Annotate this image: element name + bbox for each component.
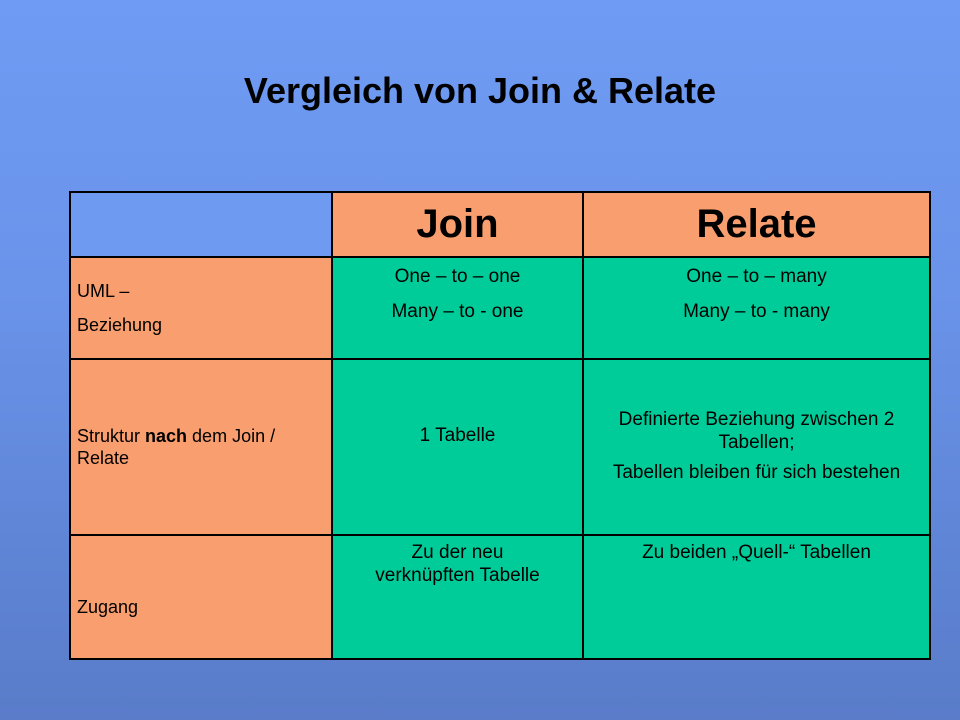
row-label-text: Struktur nach dem Join / Relate	[77, 425, 325, 470]
row-label-struktur: Struktur nach dem Join / Relate	[69, 358, 333, 536]
cell-line: Zu der neu verknüpften Tabelle	[375, 542, 540, 586]
cell-relate-uml: One – to – many Many – to - many	[582, 256, 931, 360]
header-join: Join	[331, 191, 584, 258]
table-row-struktur: Struktur nach dem Join / Relate 1 Tabell…	[69, 358, 931, 536]
table-header-row: Join Relate	[69, 191, 931, 258]
row-label-uml: UML – Beziehung	[69, 256, 333, 360]
table-row-uml: UML – Beziehung One – to – one Many – to…	[69, 256, 931, 360]
row-label-line: Zugang	[77, 596, 139, 617]
comparison-table: Join Relate UML – Beziehung One – to – o…	[69, 191, 931, 660]
cell-line: Tabellen bleiben für sich bestehen	[612, 462, 901, 484]
cell-line: Many – to - many	[683, 300, 830, 322]
cell-line: 1 Tabelle	[419, 424, 496, 446]
table-row-zugang: Zugang Zu der neu verknüpften Tabelle Zu…	[69, 534, 931, 660]
cell-line: Zu beiden „Quell-“ Tabellen	[642, 542, 871, 563]
cell-relate-zugang: Zu beiden „Quell-“ Tabellen	[582, 534, 931, 660]
cell-relate-struktur: Definierte Beziehung zwischen 2 Tabellen…	[582, 358, 931, 536]
row-label-post: dem Join / Relate	[77, 425, 276, 469]
row-label-line: UML –	[77, 280, 130, 301]
cell-join-uml: One – to – one Many – to - one	[331, 256, 584, 360]
table-corner-cell	[69, 191, 333, 258]
cell-line: One – to – one	[394, 266, 521, 287]
row-label-bold: nach	[145, 425, 188, 446]
row-label-zugang: Zugang	[69, 534, 333, 660]
slide-title: Vergleich von Join & Relate	[243, 70, 717, 111]
cell-line: One – to – many	[686, 266, 827, 287]
cell-join-struktur: 1 Tabelle	[331, 358, 584, 536]
cell-line: Definierte Beziehung zwischen 2 Tabellen…	[618, 408, 895, 453]
row-label-line: Beziehung	[77, 315, 163, 335]
cell-join-zugang: Zu der neu verknüpften Tabelle	[331, 534, 584, 660]
cell-line: Many – to - one	[391, 300, 524, 322]
header-relate: Relate	[582, 191, 931, 258]
row-label-pre: Struktur	[77, 425, 146, 446]
